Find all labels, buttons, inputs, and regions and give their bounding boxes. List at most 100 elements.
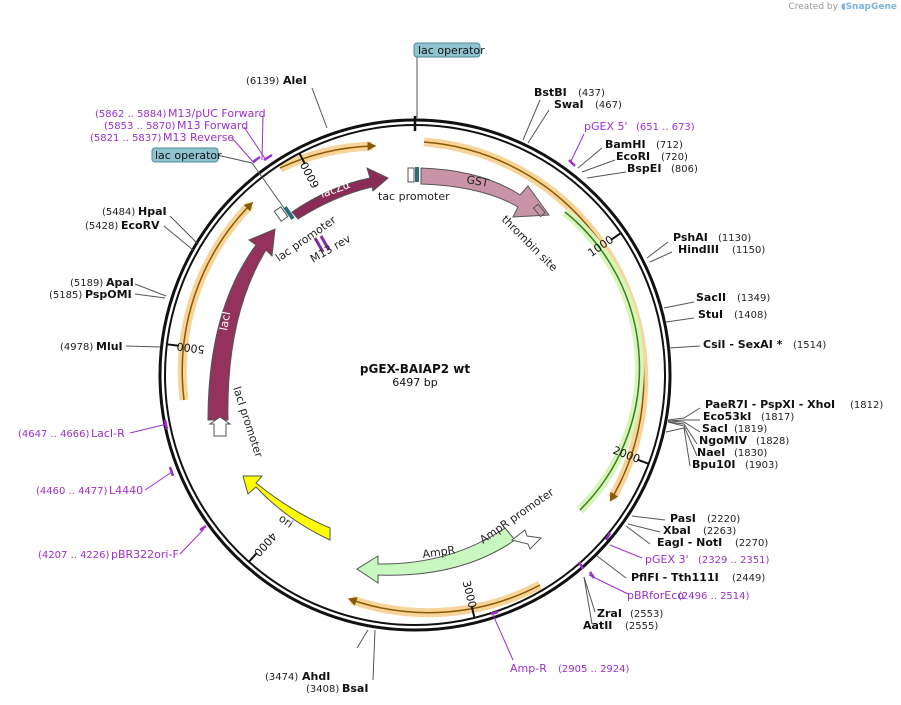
lac-operator-left-label: lac operator: [155, 149, 222, 162]
site-pos-stui: (1408): [734, 310, 767, 321]
site-pos-xhoi: (1812): [850, 400, 883, 411]
site-pos-apai: (5189): [70, 278, 103, 289]
site-name-pasi: PasI: [670, 512, 696, 525]
orf-arc-laci-line: [181, 201, 254, 401]
lac-operator-block-left: [283, 206, 295, 220]
site-name-hpai: HpaI: [138, 205, 167, 218]
site-name-apai: ApaI: [106, 276, 134, 289]
site-pos-ecori: (720): [661, 152, 688, 163]
primer-name-pbrforeco: pBRforEco: [627, 589, 684, 602]
lac-operator-block-top: [415, 167, 419, 182]
lacza-arrow: [291, 167, 389, 220]
site-name-xhoi: PaeR7I - PspXI - XhoI: [705, 398, 835, 411]
feature-label-ampr: AmpR: [422, 543, 457, 560]
orf-arc-amp-line: [347, 584, 541, 614]
site-name-ecorv: EcoRV: [121, 219, 160, 232]
site-pos-hpai: (5484): [102, 207, 135, 218]
plasmid-name: pGEX-BAIAP2 wt: [360, 362, 470, 376]
primer-pos-pbr322ori-f: (4207 .. 4226): [38, 550, 110, 561]
laci-promoter-arrow: [208, 416, 232, 437]
primer-pos-l4440: (4460 .. 4477): [36, 486, 108, 497]
primer-pos-m13-puc-forward: (5862 .. 5884): [95, 109, 167, 120]
primer-pos-pgex5: (651 .. 673): [636, 122, 695, 133]
snapgene-credit: Created by ◖SnapGene: [788, 2, 897, 12]
site-pos-csii: (1514): [793, 340, 826, 351]
features: [207, 167, 550, 584]
site-name-xbai: XbaI: [663, 524, 691, 537]
site-name-ngomiv: NgoMIV: [699, 434, 748, 447]
ampr-arrow: [356, 527, 516, 584]
tick-label: 5000: [176, 340, 205, 356]
credit-brand: SnapGene: [845, 2, 897, 12]
primer-name-pgex3: pGEX 3': [645, 553, 689, 566]
lac-promoter-block: [273, 206, 289, 222]
tick-mark: [248, 552, 258, 563]
tick-label: 6000: [298, 159, 322, 190]
primer-name-pbr322ori-f: pBR322ori-F: [111, 548, 179, 561]
ampr-promoter-arrow: [510, 529, 543, 550]
primer-pos-amp-r: (2905 .. 2924): [558, 664, 630, 675]
snapgene-logo-icon: ◖: [840, 2, 846, 12]
site-pos-pspomi: (5185): [49, 290, 82, 301]
site-pos-sacii: (1349): [737, 293, 770, 304]
plasmid-length: 6497 bp: [392, 376, 437, 389]
site-name-alei: AleI: [283, 74, 307, 87]
feature-label-laci-promoter: lacI promoter: [230, 385, 265, 459]
site-name-bspei: BspEI: [627, 162, 661, 175]
site-name-swai: SwaI: [554, 98, 584, 111]
site-pos-xbai: (2263): [703, 526, 736, 537]
primer-pos-pgex3: (2329 .. 2351): [698, 555, 770, 566]
orf-arc-amp: [350, 581, 543, 618]
feature-label-laci: lacI: [217, 310, 233, 331]
site-name-csii: CsiI - SexAI *: [703, 338, 783, 351]
feature-label-tac-promoter: tac promoter: [378, 190, 450, 203]
site-name-tth111i: PflFI - Tth111I: [631, 571, 719, 584]
tick-mark: [166, 343, 179, 347]
site-pos-ngomiv: (1828): [756, 436, 789, 447]
primer-labels: (5862 .. 5884) M13/pUC Forward (5853 .. …: [18, 107, 770, 675]
site-name-saci: SacI: [702, 422, 728, 435]
site-pos-swai: (467): [595, 100, 622, 111]
primer-marks: [163, 153, 612, 616]
primer-leaders: [129, 115, 643, 661]
primer-name-m13-reverse: M13 Reverse: [163, 131, 234, 144]
site-pos-ecorv: (5428): [85, 221, 118, 232]
site-pos-ahdi: (3474): [265, 672, 298, 683]
site-name-pspomi: PspOMI: [85, 288, 132, 301]
site-pos-tth111i: (2449): [732, 573, 765, 584]
site-name-bstbi: BstBI: [534, 86, 567, 99]
thrombin-site-block: [532, 203, 546, 218]
site-pos-bpu10i: (1903): [745, 460, 778, 471]
lac-operator-left: lac operator: [151, 147, 285, 209]
site-pos-naei: (1830): [734, 448, 767, 459]
site-name-sacii: SacII: [696, 291, 726, 304]
orf-arc-lacz-line: [279, 141, 377, 169]
site-name-aatii: AatII: [583, 619, 612, 632]
tick-mark: [470, 605, 476, 619]
primer-name-m13-forward: M13 Forward: [177, 119, 248, 132]
primer-name-amp-r: Amp-R: [510, 662, 547, 675]
site-pos-eco53ki: (1817): [761, 412, 794, 423]
site-name-naei: NaeI: [697, 446, 725, 459]
site-pos-alei: (6139): [246, 76, 279, 87]
m13-rev-mark-1: [313, 237, 325, 253]
primer-pos-laci-r: (4647 .. 4666): [18, 429, 90, 440]
tick-mark: [637, 458, 650, 465]
tac-promoter-block: [407, 167, 415, 183]
site-pos-bstbi: (437): [578, 88, 605, 99]
primer-name-l4440: L4440: [109, 484, 143, 497]
site-name-stui: StuI: [698, 308, 723, 321]
site-pos-saci: (1819): [734, 424, 767, 435]
site-name-bsai: BsaI: [342, 682, 368, 695]
site-name-ahdi: AhdI: [302, 670, 330, 683]
ori-arrow: [242, 475, 331, 541]
site-pos-aatii: (2555): [625, 621, 658, 632]
tick-mark: [610, 232, 622, 241]
site-name-pshai: PshAI: [673, 231, 708, 244]
site-leaders: [125, 87, 701, 681]
gst-arrow: [420, 167, 550, 218]
site-pos-zrai: (2553): [630, 609, 663, 620]
orf-arc-baiap2-line: [564, 211, 641, 511]
site-pos-noti: (2270): [735, 538, 768, 549]
